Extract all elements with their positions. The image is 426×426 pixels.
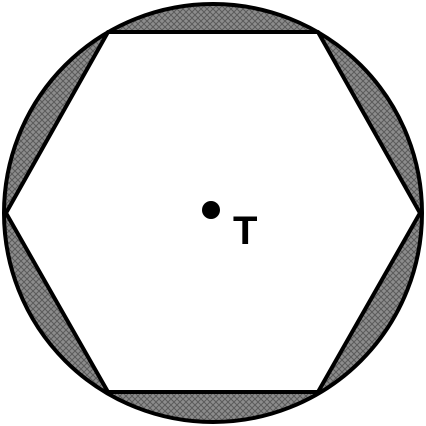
center-point-label: T (233, 209, 257, 253)
center-point (202, 201, 220, 219)
